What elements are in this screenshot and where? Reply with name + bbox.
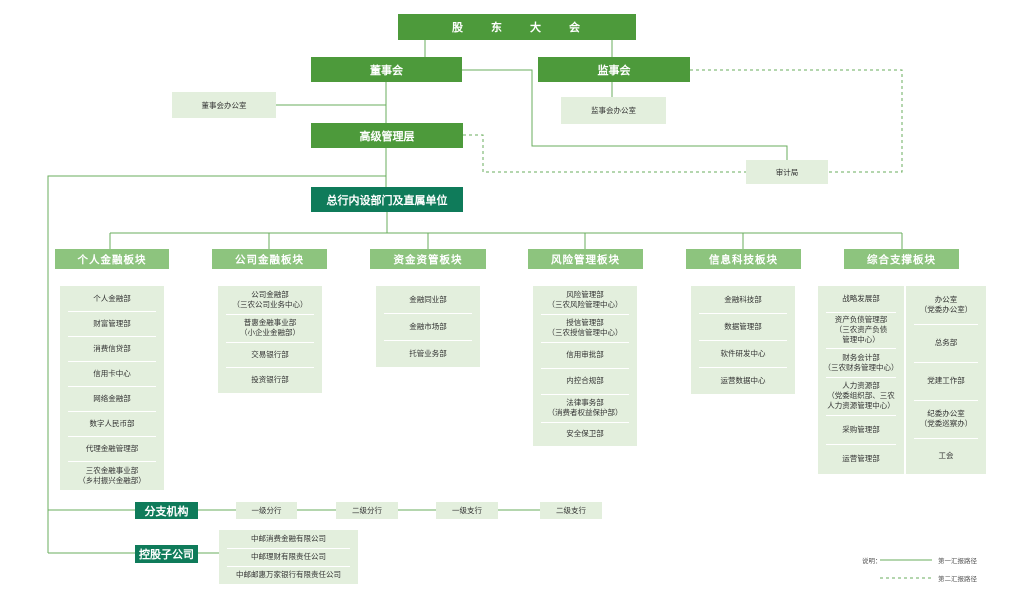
department-item: 工会 [938, 451, 954, 461]
department-item: 采购管理部 [842, 424, 880, 434]
legend-solid-label: 第一汇报路径 [938, 557, 977, 565]
department-item: 信用卡中心 [93, 368, 131, 378]
risk-department-list: 风险管理部 （三农风险管理中心） 授信管理部 （三农授信管理中心） 信用审批部 … [533, 286, 637, 446]
branch-level-1: 一级分行 [236, 502, 297, 519]
department-item: 财务会计部 （三农财务管理中心） [823, 352, 899, 372]
support-department-list-left: 战略发展部 资产负债管理部 （三农资产负债 管理中心） 财务会计部 （三农财务管… [818, 286, 904, 474]
department-item: 数字人民币部 [89, 418, 135, 428]
branch-level-4: 二级支行 [540, 502, 602, 519]
department-item: 财富管理部 [93, 318, 131, 328]
department-item: 代理金融管理部 [85, 443, 139, 453]
segment-header-support: 综合支撑板块 [844, 249, 959, 269]
segment-header-corporate: 公司金融板块 [212, 249, 327, 269]
branch-level-2: 二级分行 [336, 502, 398, 519]
retail-department-list: 个人金融部 财富管理部 消费信贷部 信用卡中心 网络金融部 数字人民币部 代理金… [60, 286, 164, 490]
department-item: 资产负债管理部 （三农资产负债 管理中心） [834, 315, 888, 344]
legend-lines [880, 559, 932, 579]
department-item: 总务部 [934, 338, 958, 348]
segment-header-retail: 个人金融板块 [55, 249, 169, 269]
department-item: 运营管理部 [842, 454, 880, 464]
department-item: 个人金融部 [93, 293, 131, 303]
department-item: 授信管理部 （三农授信管理中心） [547, 318, 623, 337]
supervisors-office: 监事会办公室 [561, 97, 666, 124]
subsidiaries-list: 中邮消费金融有限公司 中邮理财有限责任公司 中邮邮惠万家银行有限责任公司 [219, 530, 358, 584]
board-of-directors: 董事会 [311, 57, 462, 82]
department-item: 金融同业部 [409, 294, 447, 304]
department-item: 法律事务部 （消费者权益保护部） [547, 398, 623, 417]
department-item: 投资银行部 [251, 375, 289, 385]
subsidiary-item: 中邮理财有限责任公司 [251, 552, 326, 562]
branches-header: 分支机构 [135, 502, 198, 519]
subsidiary-item: 中邮消费金融有限公司 [251, 534, 326, 544]
it-department-list: 金融科技部 数据管理部 软件研发中心 运营数据中心 [691, 286, 795, 394]
board-of-supervisors: 监事会 [538, 57, 690, 82]
audit-bureau: 审计局 [746, 160, 828, 184]
treasury-department-list: 金融同业部 金融市场部 托管业务部 [376, 286, 480, 367]
corporate-department-list: 公司金融部 （三农公司业务中心） 普惠金融事业部 （小企业金融部） 交易银行部 … [218, 286, 322, 393]
legend-dashed-label: 第二汇报路径 [938, 575, 977, 583]
legend-label: 说明： [862, 557, 882, 565]
department-item: 金融市场部 [409, 321, 447, 331]
department-item: 软件研发中心 [720, 348, 766, 358]
board-office: 董事会办公室 [172, 92, 276, 118]
department-item: 安全保卫部 [566, 429, 604, 439]
subsidiaries-header: 控股子公司 [135, 545, 198, 563]
department-item: 战略发展部 [842, 294, 880, 304]
support-department-list-right: 办公室 （党委办公室） 总务部 党建工作部 纪委办公室 （党委巡察办） 工会 [906, 286, 986, 474]
department-item: 网络金融部 [93, 393, 131, 403]
segment-header-risk: 风险管理板块 [528, 249, 643, 269]
department-item: 公司金融部 （三农公司业务中心） [232, 290, 308, 309]
department-item: 金融科技部 [724, 294, 762, 304]
department-item: 托管业务部 [409, 348, 447, 358]
department-item: 消费信贷部 [93, 343, 131, 353]
branch-level-3: 一级支行 [436, 502, 498, 519]
segment-header-treasury: 资金资管板块 [370, 249, 486, 269]
department-item: 普惠金融事业部 （小企业金融部） [240, 318, 300, 337]
department-item: 人力资源部 （党委组织部、三农 人力资源管理中心） [827, 381, 895, 410]
department-item: 纪委办公室 （党委巡察办） [919, 409, 973, 428]
department-item: 风险管理部 （三农风险管理中心） [547, 290, 623, 309]
subsidiary-item: 中邮邮惠万家银行有限责任公司 [236, 570, 341, 580]
hq-departments: 总行内设部门及直属单位 [311, 187, 463, 212]
department-item: 交易银行部 [251, 349, 289, 359]
department-item: 党建工作部 [927, 376, 965, 386]
department-item: 信用审批部 [566, 350, 604, 360]
segment-header-it: 信息科技板块 [686, 249, 801, 269]
department-item: 三农金融事业部 （乡村振兴金融部） [78, 465, 146, 485]
senior-management: 高级管理层 [311, 123, 463, 148]
department-item: 运营数据中心 [720, 375, 766, 385]
shareholders-meeting: 股 东 大 会 [398, 14, 636, 40]
department-item: 办公室 （党委办公室） [919, 295, 973, 314]
department-item: 内控合规部 [566, 376, 604, 386]
department-item: 数据管理部 [724, 321, 762, 331]
